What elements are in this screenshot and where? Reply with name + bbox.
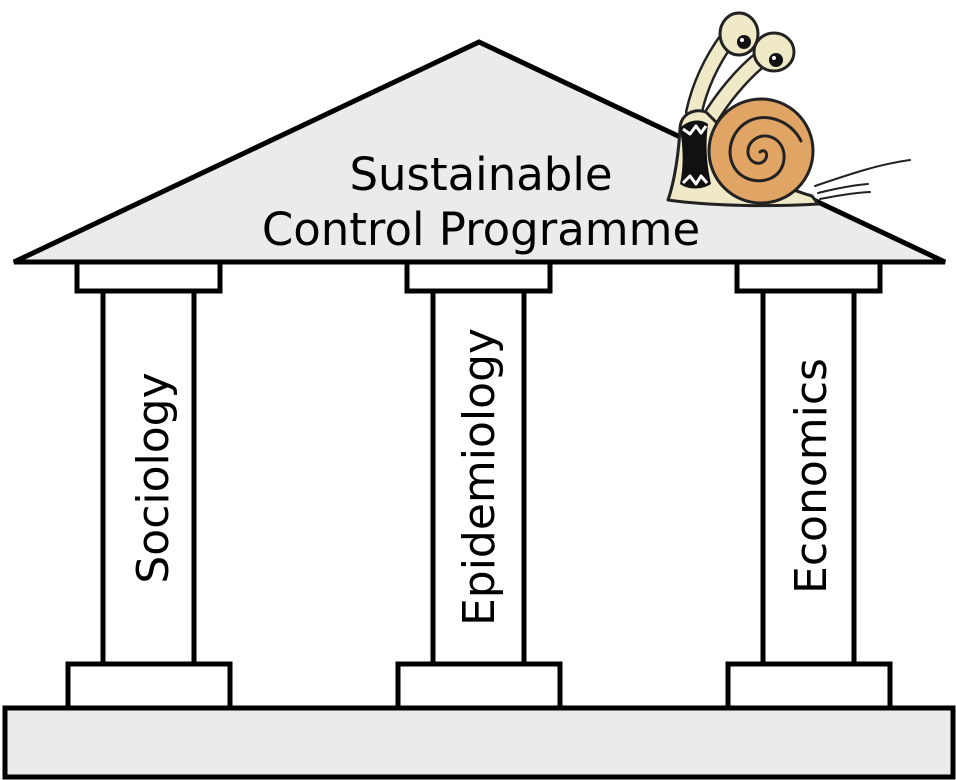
pillar-capital: [734, 259, 883, 294]
pillar-base: [65, 661, 233, 711]
pillar-capital: [74, 259, 223, 294]
roof-title-line-2: Control Programme: [262, 203, 700, 256]
pillar-label-economics: Economics: [786, 358, 837, 594]
pillar-base: [725, 661, 893, 711]
pillar-shaft: [100, 288, 197, 667]
pillar-base: [395, 661, 563, 711]
pillar-epidemiology: Epidemiology: [395, 259, 563, 711]
pillar-label-epidemiology: Epidemiology: [454, 328, 505, 626]
pillar-capital: [404, 259, 553, 294]
pillar-label-sociology: Sociology: [128, 372, 179, 583]
pillar-sociology: Sociology: [65, 259, 233, 711]
foundation: [2, 705, 956, 780]
roof-title-line-1: Sustainable: [349, 148, 612, 201]
snail-icon: [666, 11, 911, 208]
pillar-economics: Economics: [725, 259, 893, 711]
